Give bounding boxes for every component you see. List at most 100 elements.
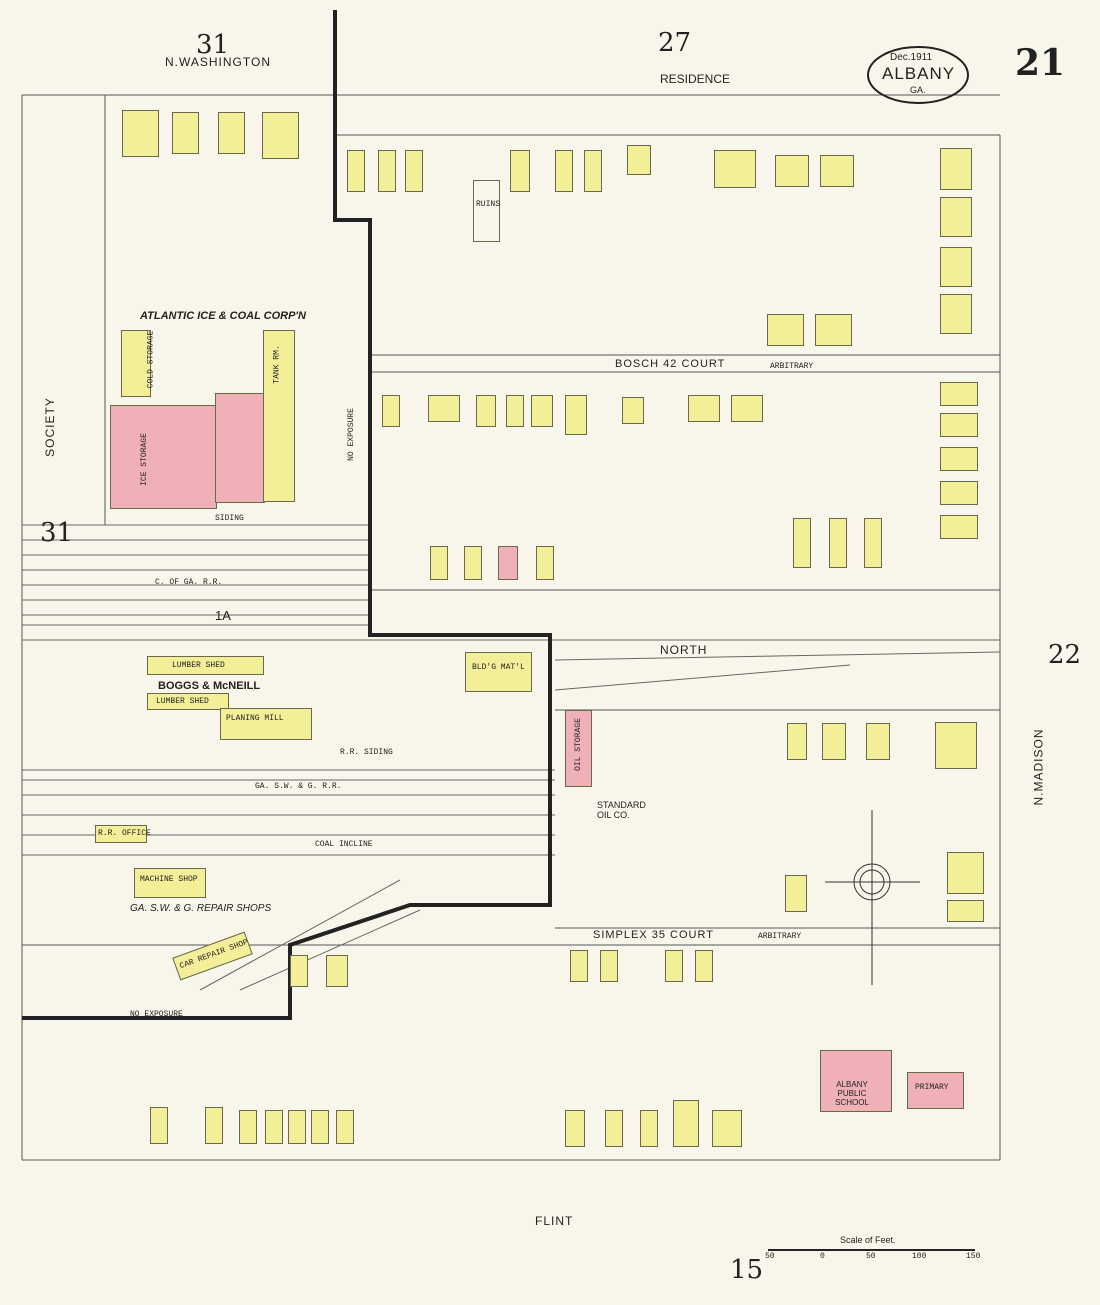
sheet-number: 21 (1015, 42, 1066, 84)
scale-label: Scale of Feet. (840, 1235, 896, 1245)
adjacent-sheet-top: 27 (658, 28, 692, 58)
court-note-north: ARBITRARY (770, 362, 814, 371)
scale-tick: 150 (966, 1252, 981, 1261)
tank-room-building (263, 330, 295, 502)
primary-label: PRIMARY (915, 1083, 949, 1092)
dwelling (464, 546, 482, 580)
dwelling (673, 1100, 699, 1147)
dwelling (336, 1110, 354, 1144)
dwelling (940, 515, 978, 539)
dwelling (864, 518, 882, 568)
bldg-materials-label: BLD'G MAT'L (472, 663, 525, 672)
primary-building (907, 1072, 964, 1109)
machine-shop (134, 868, 206, 898)
atlantic-ice-coal-label: ATLANTIC ICE & COAL CORP'N (140, 310, 306, 322)
coal-incline-label: COAL INCLINE (315, 840, 373, 849)
dwelling (290, 955, 308, 987)
ice-storage-building (110, 405, 217, 509)
sheet-city: ALBANY (882, 64, 956, 83)
dwelling (218, 112, 245, 154)
dwelling (382, 395, 400, 427)
dwelling (347, 150, 365, 192)
tank-room-label: TANK RM. (272, 345, 282, 384)
street-society: SOCIETY (42, 397, 57, 457)
gasw-rr-label: GA. S.W. & G. R.R. (255, 782, 342, 791)
dwelling (767, 314, 804, 346)
dwelling (695, 950, 713, 982)
scale-tick: 50 (765, 1252, 775, 1261)
dwelling (940, 413, 978, 437)
section-1a: 1A (215, 608, 231, 623)
dwelling (311, 1110, 329, 1144)
dwelling (430, 546, 448, 580)
ice-storage-label: ICE STORAGE (139, 433, 149, 486)
sheet-state: GA. (910, 85, 926, 95)
machine-shop-label: MACHINE SHOP (140, 875, 198, 884)
dwelling (793, 518, 811, 568)
sheet-date: Dec.1911 (890, 52, 933, 63)
dwelling (565, 1110, 585, 1147)
dwelling (775, 155, 809, 187)
dwelling (262, 112, 299, 159)
cold-storage-label: COLD STORAGE (146, 330, 156, 389)
dwelling (584, 150, 602, 192)
dwelling (627, 145, 651, 175)
dwelling (239, 1110, 257, 1144)
dwelling (787, 723, 807, 760)
street-n-washington: N.WASHINGTON (165, 55, 272, 69)
lumber-shed-label: LUMBER SHED (172, 661, 225, 670)
adjacent-sheet-bottom: 15 (730, 1255, 764, 1285)
dwelling (640, 1110, 658, 1147)
ice-machine-building (215, 393, 265, 503)
dwelling (506, 395, 524, 427)
dwelling (947, 852, 984, 894)
ruins-label: RUINS (476, 200, 501, 209)
court-bosch: BOSCH 42 COURT (615, 358, 726, 370)
lumber-shed (147, 656, 264, 675)
adjacent-sheet-left: 31 (40, 518, 74, 548)
bldg-materials (465, 652, 532, 692)
dwelling (600, 950, 618, 982)
adjacent-sheet-right: 22 (1048, 640, 1082, 670)
dwelling (940, 294, 972, 334)
no-exposure-vertical: NO EXPOSURE (346, 408, 356, 461)
standard-oil-label: STANDARD OIL CO. (597, 800, 646, 820)
dwelling (714, 150, 756, 188)
scale-tick: 50 (866, 1252, 876, 1261)
dwelling (815, 314, 852, 346)
dwelling (555, 150, 573, 192)
dwelling (665, 950, 683, 982)
dwelling (565, 395, 587, 435)
repair-shops-label: GA. S.W. & G. REPAIR SHOPS (130, 903, 272, 914)
dwelling (172, 112, 199, 154)
dwelling (822, 723, 846, 760)
dwelling (935, 722, 977, 769)
scale-tick: 0 (820, 1252, 825, 1261)
rr-siding-label: R.R. SIDING (340, 748, 393, 757)
dwelling (712, 1110, 742, 1147)
street-n-madison: N.MADISON (1031, 728, 1046, 806)
dwelling (622, 397, 644, 424)
court-note-south: ARBITRARY (758, 932, 802, 941)
dwelling (288, 1110, 306, 1144)
public-school-label: ALBANY PUBLIC SCHOOL (835, 1080, 869, 1107)
dwelling (940, 148, 972, 190)
dwelling (688, 395, 720, 422)
dwelling (476, 395, 496, 427)
public-school (820, 1050, 892, 1112)
dwelling (531, 395, 553, 427)
street-flint: FLINT (535, 1214, 574, 1228)
residence-label: RESIDENCE (660, 72, 731, 86)
dwelling (829, 518, 847, 568)
no-exposure-label: NO EXPOSURE (130, 1010, 183, 1019)
adjacent-sheet-top-left: 31 (196, 30, 230, 60)
dwelling-brick (498, 546, 518, 580)
dwelling (570, 950, 588, 982)
rr-office (95, 825, 147, 843)
dwelling (326, 955, 348, 987)
oil-storage-building (565, 710, 592, 787)
dwelling (405, 150, 423, 192)
boggs-mcneill-label: BOGGS & McNEILL (158, 680, 261, 692)
cold-storage-building (121, 330, 151, 397)
